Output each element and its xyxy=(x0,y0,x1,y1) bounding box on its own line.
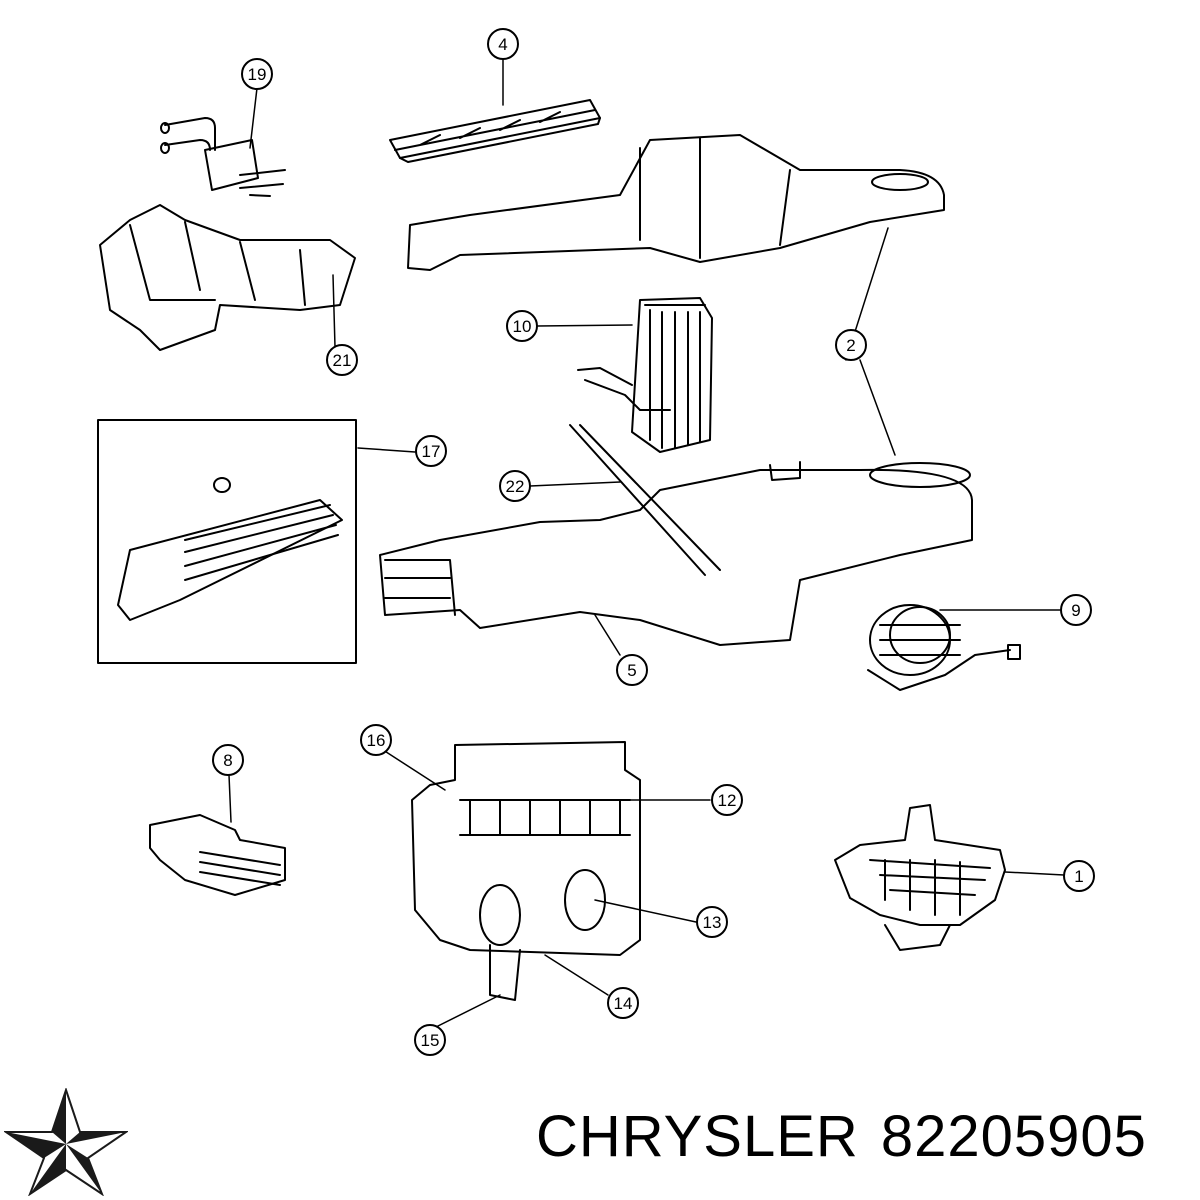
part-22-lower-housing xyxy=(379,424,973,646)
callouts: 4 19 21 10 2 17 22 5 9 8 16 12 13 14 15 xyxy=(212,28,1095,1056)
svg-text:10: 10 xyxy=(513,317,532,336)
callout-8: 8 xyxy=(212,744,244,776)
brand-name: CHRYSLER xyxy=(536,1104,859,1169)
svg-text:1: 1 xyxy=(1074,867,1083,886)
leader-lines xyxy=(228,57,1065,1031)
part-1-blower-housing xyxy=(834,804,1006,951)
chrysler-pentastar-icon xyxy=(4,1088,128,1196)
svg-text:2: 2 xyxy=(846,336,855,355)
callout-5: 5 xyxy=(616,654,648,686)
part-number: 82205905 xyxy=(880,1104,1147,1169)
callout-17: 17 xyxy=(415,435,447,467)
callout-14: 14 xyxy=(607,987,639,1019)
part-17-cabin-air-filter xyxy=(97,419,357,664)
callout-2: 2 xyxy=(835,329,867,361)
part-21-floor-duct xyxy=(99,204,356,351)
svg-text:14: 14 xyxy=(614,994,633,1013)
callout-13: 13 xyxy=(696,906,728,938)
svg-text:13: 13 xyxy=(703,913,722,932)
svg-text:8: 8 xyxy=(223,751,232,770)
part-8-blower-resistor xyxy=(149,814,286,896)
svg-text:17: 17 xyxy=(422,442,441,461)
callout-1: 1 xyxy=(1063,860,1095,892)
svg-text:4: 4 xyxy=(498,35,507,54)
callout-12: 12 xyxy=(711,784,743,816)
callout-16: 16 xyxy=(360,724,392,756)
svg-text:9: 9 xyxy=(1071,601,1080,620)
callout-10: 10 xyxy=(506,310,538,342)
svg-text:19: 19 xyxy=(248,65,267,84)
part-4-defrost-grille xyxy=(389,99,601,163)
callout-9: 9 xyxy=(1060,594,1092,626)
svg-text:5: 5 xyxy=(627,661,636,680)
svg-text:12: 12 xyxy=(718,791,737,810)
callout-21: 21 xyxy=(326,344,358,376)
part-9-blower-motor xyxy=(867,604,1021,691)
svg-text:22: 22 xyxy=(506,477,525,496)
callout-22: 22 xyxy=(499,470,531,502)
callout-15: 15 xyxy=(414,1024,446,1056)
part-2-upper-housing xyxy=(407,134,945,271)
part-12-heater-box xyxy=(411,741,641,1001)
svg-text:15: 15 xyxy=(421,1031,440,1050)
svg-text:21: 21 xyxy=(333,351,352,370)
svg-text:16: 16 xyxy=(367,731,386,750)
callout-4: 4 xyxy=(487,28,519,60)
part-10-evaporator xyxy=(577,297,713,453)
part-19-heater-core xyxy=(160,117,286,197)
callout-19: 19 xyxy=(241,58,273,90)
